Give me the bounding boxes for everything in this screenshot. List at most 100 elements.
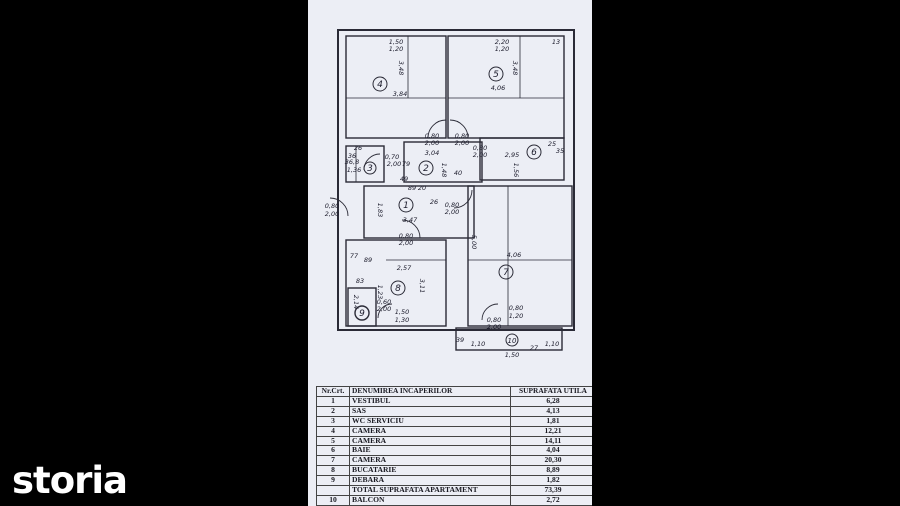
dim-label: 2,00	[399, 239, 413, 247]
dim-label: 89	[364, 256, 372, 264]
storia-logo: storia	[12, 459, 128, 502]
room-2-number: 2	[423, 164, 429, 174]
dim-label: 1,20	[509, 312, 523, 320]
room-1-marker	[398, 197, 414, 213]
floor-plan-sheet: 4 5 2 3 6 1 7 8 9 10 1,50 1,20 3,48 3,84…	[308, 0, 592, 506]
dim-label: 0,70	[385, 153, 399, 161]
dim-label: 3,48	[511, 61, 519, 75]
dim-label: 2,00	[455, 139, 469, 147]
dim-label: 3,04	[425, 149, 439, 157]
row-area: 14,11	[510, 435, 592, 447]
row-area: 6,28	[510, 395, 592, 407]
room-3-number: 3	[367, 164, 373, 174]
dim-label: 1,10	[471, 340, 485, 348]
room-1-number: 1	[403, 201, 409, 211]
row-name: CAMERA	[349, 435, 511, 447]
room-10-marker	[505, 333, 519, 347]
room-5-number: 5	[493, 70, 499, 80]
dim-label: 2,20	[495, 38, 509, 46]
dim-label: 1,50	[395, 308, 409, 316]
room-10-number: 10	[508, 337, 517, 345]
row-nr: 7	[316, 455, 350, 467]
room-3-marker	[363, 161, 377, 175]
dim-label: 39	[456, 336, 464, 344]
row-nr: 5	[316, 435, 350, 447]
row-area: 8,89	[510, 465, 592, 477]
dim-label: 3,11	[418, 279, 426, 293]
dim-label: 2,00	[445, 208, 459, 216]
dim-label: 4,06	[507, 251, 521, 259]
dim-label: 26	[354, 144, 362, 152]
dim-label: 1,56	[512, 163, 520, 177]
dim-label: 2,00	[425, 139, 439, 147]
dim-label: 3,84	[393, 90, 407, 98]
total-nr	[316, 485, 350, 496]
dim-label: 36	[348, 152, 356, 160]
dim-label: 1,23	[376, 285, 384, 299]
dim-label: 0,80	[399, 232, 413, 240]
room-7-marker	[498, 264, 514, 280]
dim-label: 25	[548, 140, 556, 148]
dim-label: 0,80	[473, 144, 487, 152]
dim-label: 13	[552, 38, 560, 46]
row-nr: 6	[316, 445, 350, 457]
row-name: WC SERVICIU	[349, 415, 511, 427]
dim-label: 0,80	[425, 132, 439, 140]
dim-label: 1,48	[440, 163, 448, 177]
dim-label: 0,80	[445, 201, 459, 209]
dim-label: 26	[430, 198, 438, 206]
room-5-marker	[488, 66, 504, 82]
row-area: 1,82	[510, 475, 592, 487]
dim-label: 1,20	[495, 45, 509, 53]
dim-label: 27	[530, 344, 539, 352]
dim-label: 1,20	[389, 45, 403, 53]
dim-label: 2,57	[397, 264, 412, 272]
floor-plan-drawing: 4 5 2 3 6 1 7 8 9 10 1,50 1,20 3,48 3,84…	[325, 29, 575, 359]
dim-label: 4,06	[491, 84, 505, 92]
total-area: 73,39	[510, 485, 592, 496]
row-name: DEBARA	[349, 475, 511, 487]
area-table-header: Nr.Crt. DENUMIREA INCAPERILOR SUPRAFATA …	[316, 386, 592, 397]
dim-label: 49	[400, 175, 408, 183]
dim-label: 79	[402, 160, 410, 168]
dim-label: 40	[454, 169, 462, 177]
dim-label: 5,00	[470, 235, 478, 249]
header-name: DENUMIREA INCAPERILOR	[349, 386, 511, 397]
floor-plan: 4 5 2 3 6 1 7 8 9 10 1,50 1,20 3,48 3,84…	[308, 0, 592, 372]
dim-label: 1,50	[389, 38, 403, 46]
area-table: Nr.Crt. DENUMIREA INCAPERILOR SUPRAFATA …	[316, 386, 592, 506]
room-9-number: 9	[359, 309, 365, 319]
dim-label: 3,48	[397, 61, 405, 75]
dim-label: 83	[356, 277, 364, 285]
room-6-number: 6	[531, 148, 537, 158]
row-nr: 8	[316, 465, 350, 477]
row-name: BUCATARIE	[349, 465, 511, 477]
dim-label: 2,00	[487, 323, 501, 331]
row-nr: 10	[316, 494, 350, 506]
row-area: 1,81	[510, 415, 592, 427]
dim-label: 0,60	[377, 298, 391, 306]
row-area: 2,72	[510, 494, 592, 506]
dim-label: 2,00	[325, 210, 339, 218]
room-2-marker	[418, 160, 434, 176]
row-area: 20,30	[510, 455, 592, 467]
dim-label: 20	[418, 184, 426, 192]
room-4-number: 4	[377, 80, 383, 90]
header-area: SUPRAFATA UTILA	[510, 386, 592, 397]
dim-label: 36,8	[345, 158, 359, 166]
dim-label: 35	[556, 147, 564, 155]
dim-label: 2,14	[352, 295, 360, 309]
room-6-marker	[526, 144, 542, 160]
row-nr: 4	[316, 425, 350, 437]
room-8-number: 8	[395, 284, 401, 294]
dim-label: 77	[350, 252, 359, 260]
row-nr: 2	[316, 405, 350, 417]
